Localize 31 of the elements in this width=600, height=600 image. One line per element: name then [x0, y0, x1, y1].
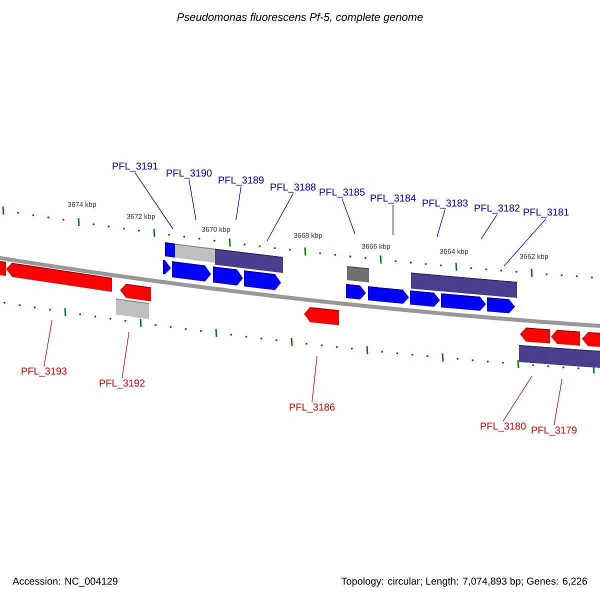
gene-label: PFL_3193 [22, 368, 67, 376]
leader-line [392, 204, 394, 236]
leader-line [504, 218, 546, 266]
gene-label: PFL_3186 [290, 404, 335, 412]
leader-line [502, 376, 532, 422]
gene-label: PFL_3190 [166, 170, 212, 178]
gene-label: PFL_3188 [270, 184, 316, 192]
leader-line [342, 198, 356, 234]
gene-label: PFL_3185 [320, 188, 365, 198]
genome-info-text: Topology: circular; Length: 7,074,893 bp; Genes: 6,226 [341, 577, 587, 587]
leader-line [480, 214, 498, 240]
gene-label: PFL_3183 [422, 200, 468, 208]
gene-label: PFL_3191 [112, 162, 158, 172]
leader-line [436, 209, 446, 238]
leader-line [266, 193, 294, 242]
accession-text: Accession: NC_004129 [12, 577, 118, 587]
leader-line [188, 179, 196, 220]
leader-line [312, 356, 318, 403]
gene-label: PFL_3192 [100, 380, 145, 388]
leader-line [122, 332, 130, 379]
gene-label: PFL_3180 [480, 422, 526, 432]
leader-line [134, 172, 174, 230]
gene-label: PFL_3179 [532, 426, 577, 436]
gene-label: PFL_3181 [524, 208, 569, 218]
leader-line [554, 378, 562, 426]
title: Pseudomonas fluorescens Pf-5, complete genome [177, 12, 423, 24]
gene-label: PFL_3189 [218, 176, 264, 186]
leader-line [44, 320, 52, 367]
leader-line [236, 186, 242, 220]
gene-label: PFL_3182 [474, 204, 520, 214]
gene-label: PFL_3184 [370, 194, 416, 204]
